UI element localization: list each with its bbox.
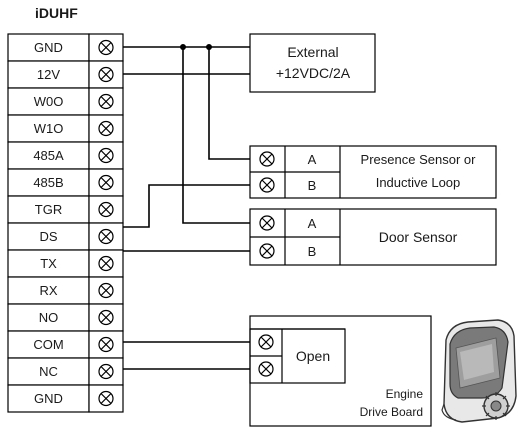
terminal-row: TX <box>7 249 124 278</box>
door-sensor-box: A B Door Sensor <box>249 208 497 266</box>
terminal-label: 485A <box>33 148 64 163</box>
presence-sensor-line1: Presence Sensor or <box>361 152 477 167</box>
engine-terminal-1 <box>258 334 274 350</box>
junction-dot <box>180 44 186 50</box>
terminal-row: RX <box>7 276 124 305</box>
terminal-screw-icon <box>98 255 114 272</box>
terminal-screw-icon <box>98 282 114 299</box>
door-pin-a: A <box>308 216 317 231</box>
wire-gnd-presence-a <box>208 47 250 160</box>
external-power-line1: External <box>287 44 338 60</box>
terminal-label: GND <box>34 40 63 55</box>
terminal-label: W1O <box>34 121 64 136</box>
external-power-box: External +12VDC/2A <box>249 33 376 93</box>
terminal-row: COM <box>7 330 124 359</box>
external-power-line2: +12VDC/2A <box>276 65 351 81</box>
terminal-screw-icon <box>98 201 114 218</box>
terminal-label: 12V <box>37 67 60 82</box>
terminal-screw-icon <box>98 390 114 407</box>
terminal-row: GND <box>7 33 124 62</box>
terminal-row: DS <box>7 222 124 251</box>
terminal-row: 12V <box>7 60 124 89</box>
terminal-screw-icon <box>98 363 114 380</box>
wiring <box>123 44 250 370</box>
gate-motor-icon <box>441 319 517 423</box>
terminal-screw-icon <box>98 93 114 110</box>
terminal-screw-icon <box>98 66 114 83</box>
engine-line2: Drive Board <box>360 405 423 419</box>
terminal-label: 485B <box>33 175 63 190</box>
terminal-screw-icon <box>98 120 114 137</box>
presence-sensor-box: A B Presence Sensor or Inductive Loop <box>249 145 497 199</box>
presence-terminal-b <box>259 177 275 193</box>
presence-sensor-line2: Inductive Loop <box>376 175 461 190</box>
terminal-screw-icon <box>98 174 114 191</box>
engine-terminal-2 <box>258 361 274 377</box>
terminal-label: GND <box>34 391 63 406</box>
terminal-row: GND <box>7 384 124 413</box>
terminal-row: W0O <box>7 87 124 116</box>
terminal-row: 485A <box>7 141 124 170</box>
terminal-label: W0O <box>34 94 64 109</box>
terminal-screw-icon <box>98 309 114 326</box>
engine-line1: Engine <box>386 387 424 401</box>
terminal-label: NC <box>39 364 58 379</box>
junction-dot <box>206 44 212 50</box>
wire-tgr-presence-b <box>123 184 250 228</box>
terminal-row: NC <box>7 357 124 386</box>
diagram-title: iDUHF <box>35 5 78 21</box>
door-terminal-a <box>259 215 275 231</box>
terminal-label: NO <box>39 310 59 325</box>
terminal-label: TGR <box>35 202 62 217</box>
terminal-row: TGR <box>7 195 124 224</box>
door-terminal-b <box>259 243 275 259</box>
engine-open-label: Open <box>296 348 330 364</box>
terminal-row: W1O <box>7 114 124 143</box>
wire-gnd-door-a <box>182 47 250 224</box>
terminal-row: 485B <box>7 168 124 197</box>
terminal-block: GND 12V W0O W1O 485A 485B TGR DS TX RX NO COM NC GND <box>7 33 124 413</box>
terminal-label: TX <box>40 256 57 271</box>
engine-drive-board-box: Open Engine Drive Board <box>249 315 432 427</box>
terminal-label: RX <box>39 283 57 298</box>
terminal-screw-icon <box>98 336 114 353</box>
door-sensor-label: Door Sensor <box>379 229 458 245</box>
door-pin-b: B <box>308 244 317 259</box>
presence-pin-b: B <box>308 178 317 193</box>
terminal-row: NO <box>7 303 124 332</box>
presence-terminal-a <box>259 151 275 167</box>
presence-pin-a: A <box>308 152 317 167</box>
terminal-screw-icon <box>98 228 114 245</box>
terminal-label: COM <box>33 337 63 352</box>
terminal-screw-icon <box>98 39 114 56</box>
terminal-label: DS <box>39 229 57 244</box>
terminal-screw-icon <box>98 147 114 164</box>
